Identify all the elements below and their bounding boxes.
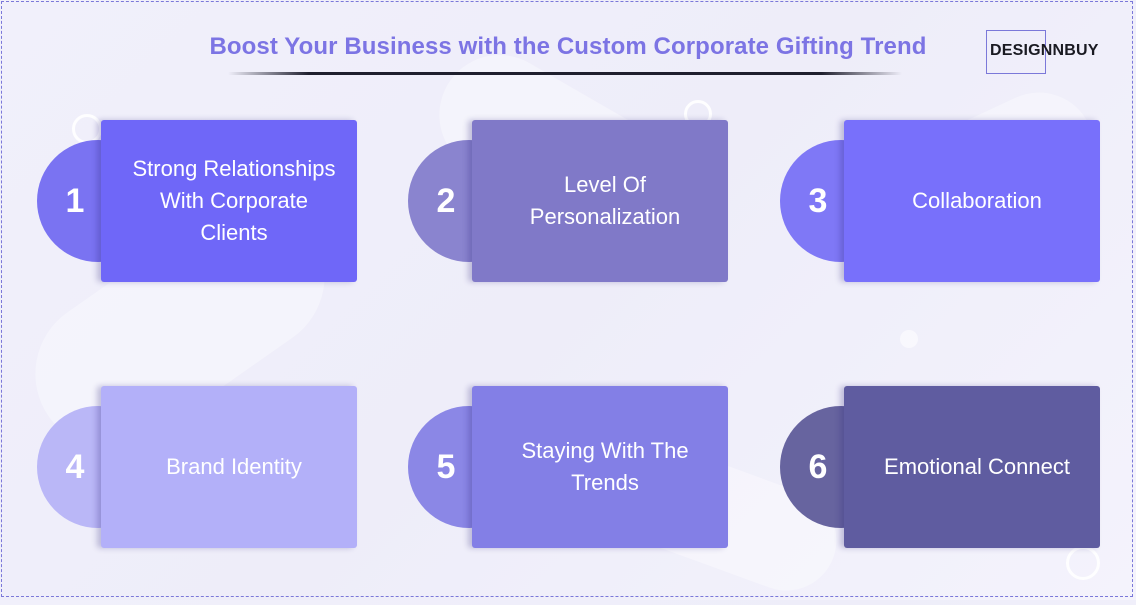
step-number: 3 xyxy=(808,182,828,220)
step-card-4: 4 Brand Identity xyxy=(37,386,357,548)
step-label: Strong Relationships With Corporate Clie… xyxy=(132,156,336,245)
step-card-1: 1 Strong Relationships With Corporate Cl… xyxy=(37,120,357,282)
step-number: 2 xyxy=(436,182,456,220)
step-card-3: 3 Collaboration xyxy=(780,120,1100,282)
step-panel xyxy=(101,120,357,282)
background-dot xyxy=(900,330,918,348)
step-number: 6 xyxy=(808,448,828,486)
step-label: Emotional Connect xyxy=(884,454,1070,479)
step-label: Brand Identity xyxy=(166,454,302,479)
title-underline xyxy=(228,72,902,75)
step-number: 5 xyxy=(436,448,456,486)
step-card-6: 6 Emotional Connect xyxy=(780,386,1100,548)
step-label: Level Of Personalization xyxy=(529,172,681,229)
step-number: 4 xyxy=(65,448,85,486)
logo-frame xyxy=(986,30,1046,74)
step-panel xyxy=(844,120,1100,282)
step-card-2: 2 Level Of Personalization xyxy=(408,120,728,282)
step-panel xyxy=(472,386,728,548)
step-number: 1 xyxy=(65,182,85,220)
step-panel xyxy=(844,386,1100,548)
logo-text: DESIGNNBUY xyxy=(990,42,1099,59)
brand-logo: DESIGNNBUY xyxy=(986,30,1116,74)
step-label: Staying With The Trends xyxy=(521,438,689,495)
step-panel xyxy=(101,386,357,548)
step-panel xyxy=(472,120,728,282)
step-card-5: 5 Staying With The Trends xyxy=(408,386,728,548)
step-label: Collaboration xyxy=(912,188,1042,213)
page-title: Boost Your Business with the Custom Corp… xyxy=(209,33,927,60)
background-ring xyxy=(1066,546,1100,580)
